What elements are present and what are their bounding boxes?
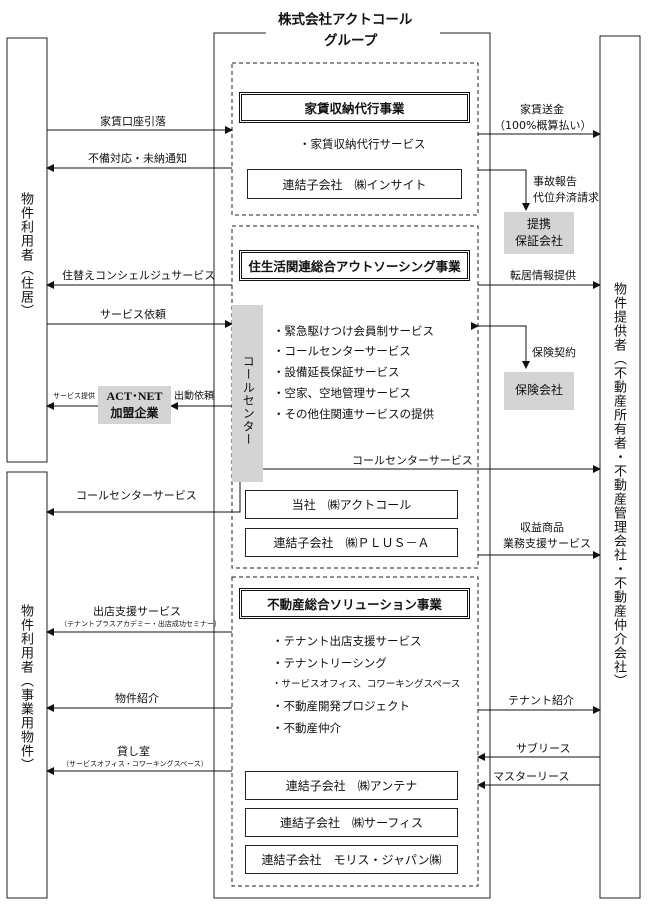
flow-dispatch-request: 出動依頼 (174, 391, 214, 402)
living-section-title: 住生活関連総合アウトソーシング事業 (239, 250, 470, 281)
realestate-subsidiary-morris: 連結子会社 モリス・ジャパン㈱ (245, 845, 458, 874)
realestate-bullet-2: ・テナントリーシング (272, 656, 387, 670)
flow-call-center-service-right: コールセンターサービス (352, 454, 473, 467)
guarantee-company-line2: 保証会社 (514, 234, 563, 248)
living-bullet-2: ・コールセンターサービス (273, 344, 411, 358)
actnet-member-box: ACT･NET 加盟企業 (98, 386, 171, 424)
flow-call-center-service-left: コールセンターサービス (76, 489, 197, 502)
flow-service-request: サービス依頼 (100, 308, 166, 321)
flow-relocation-info: 転居情報提供 (510, 269, 576, 282)
flow-profit-l2: 業務支援サービス (503, 537, 591, 550)
realestate-section-title: 不動産総合ソリューション事業 (239, 588, 470, 619)
flow-rent-remit-l1: 家賃送金 (520, 103, 564, 116)
left-top-party-border (6, 37, 48, 463)
rent-section-title: 家賃収納代行事業 (239, 92, 470, 123)
guarantee-company-box: 提携 保証会社 (504, 212, 574, 254)
left-bottom-party-border (6, 471, 48, 899)
flow-insurance-contract: 保険契約 (532, 346, 576, 359)
flow-rent-remit-l2: （100%概算払い） (494, 119, 592, 132)
flow-service-provide: サービス提供 (53, 392, 95, 400)
flow-store-support-sub: （テナントプラスアカデミー・出店成功セミナー） (60, 620, 221, 628)
rent-subsidiary-insight: 連結子会社 ㈱インサイト (247, 169, 462, 199)
flow-property-intro: 物件紹介 (115, 692, 159, 705)
flow-rental-room-sub: （サービスオフィス・コワーキングスペース） (62, 760, 208, 768)
flow-rental-room: 貸し室 (117, 745, 150, 758)
realestate-bullet-4: ・不動産開発プロジェクト (272, 699, 410, 713)
living-bullet-4: ・空家、空地管理サービス (273, 386, 411, 400)
flow-defect-notice: 不備対応・未納通知 (88, 152, 187, 165)
flow-concierge: 住替えコンシェルジュサービス (62, 269, 216, 282)
living-bullet-1: ・緊急駆けつけ会員制サービス (273, 324, 434, 338)
guarantee-company-line1: 提携 (526, 216, 551, 231)
left-top-party-label: 物件利用者（住居） (18, 192, 33, 318)
insurance-company-box: 保険会社 (504, 372, 574, 410)
living-subsidiary-plusa: 連結子会社 ㈱ＰＬＵＳ－Ａ (245, 528, 458, 557)
flow-tenant-intro: テナント紹介 (508, 694, 574, 707)
realestate-bullet-1: ・テナント出店支援サービス (272, 634, 422, 648)
living-subsidiary-actcall: 当社 ㈱アクトコール (245, 490, 458, 519)
group-box-border (213, 32, 491, 899)
actnet-line2: 加盟企業 (110, 406, 159, 420)
company-group-label: グループ (324, 33, 378, 49)
living-bullet-3: ・設備延長保証サービス (273, 365, 400, 379)
flow-master-lease: マスターリース (493, 770, 570, 783)
realestate-bullet-5: ・不動産仲介 (272, 721, 341, 735)
realestate-section-border (231, 576, 479, 887)
flow-sublease: サブリース (516, 742, 571, 755)
flow-profit-l1: 収益商品 (520, 521, 564, 534)
realestate-subsidiary-surface: 連結子会社 ㈱サーフィス (245, 808, 458, 837)
left-bottom-party-label: 物件利用者（事業用物件） (18, 604, 33, 772)
realestate-bullet-3: ・サービスオフィス、コワーキングスペース (272, 679, 461, 690)
actnet-line1: ACT･NET (106, 388, 163, 403)
flow-accident-l2: 代位弁済請求 (533, 191, 599, 204)
realestate-subsidiary-antenna: 連結子会社 ㈱アンテナ (245, 771, 458, 800)
flow-accident-l1: 事故報告 (533, 175, 577, 188)
call-center-block: コールセンター (232, 305, 263, 482)
rent-section-border (231, 62, 479, 216)
flow-rent-debit: 家賃口座引落 (100, 115, 166, 128)
right-party-label: 物件提供者（不動産所有者・不動産管理会社・不動産仲介会社） (611, 282, 626, 688)
flow-store-support: 出店支援サービス (93, 605, 181, 618)
living-bullet-5: ・その他住関連サービスの提供 (273, 407, 434, 421)
company-name: 株式会社アクトコール (278, 12, 413, 28)
rent-bullet: ・家賃収納代行サービス (299, 137, 426, 151)
